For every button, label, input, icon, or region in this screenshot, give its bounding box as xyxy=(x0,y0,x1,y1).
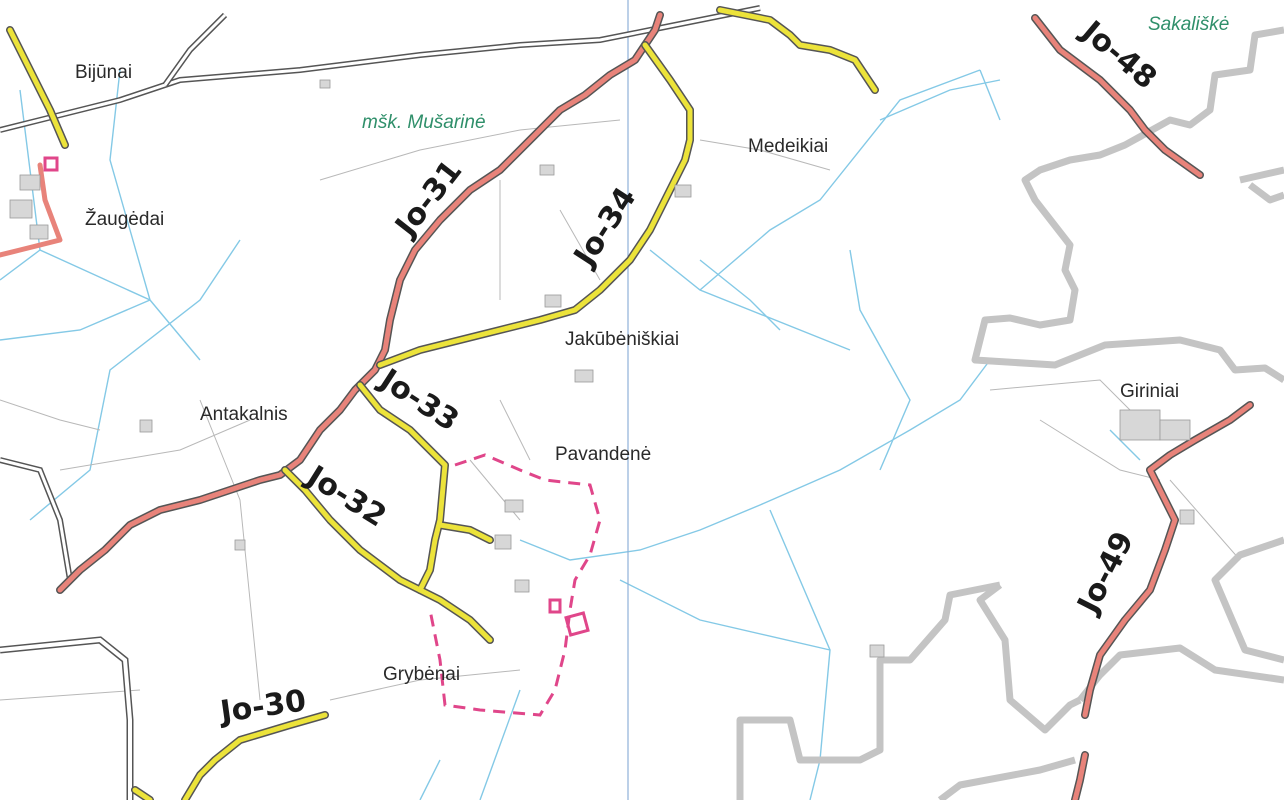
main-road xyxy=(0,5,761,800)
place-label-pavandene: Pavandenė xyxy=(555,444,651,465)
local-roads xyxy=(6,6,879,800)
water-lines xyxy=(0,69,1141,800)
place-label-jakubeniskiai: Jakūbėniškiai xyxy=(565,329,679,350)
forest-label-musarine: mšk. Mušarinė xyxy=(362,112,486,133)
buildings xyxy=(9,79,1195,658)
place-label-zaugedai: Žaugėdai xyxy=(85,208,164,230)
project-area-parcels xyxy=(43,156,590,637)
place-label-medeikiai: Medeikiai xyxy=(748,136,828,157)
regional-roads xyxy=(0,11,1254,800)
place-label-grybenai: Grybėnai xyxy=(383,664,460,685)
place-labels: Bijūnai Žaugėdai Medeikiai Jakūbėniškiai… xyxy=(75,14,1229,685)
project-area-boundary xyxy=(428,453,602,717)
place-label-antakalnis: Antakalnis xyxy=(200,404,288,425)
forest-label-sakaliske: Sakališkė xyxy=(1148,14,1229,35)
place-label-bijunai: Bijūnai xyxy=(75,62,132,83)
place-label-giriniai: Giriniai xyxy=(1120,381,1179,402)
